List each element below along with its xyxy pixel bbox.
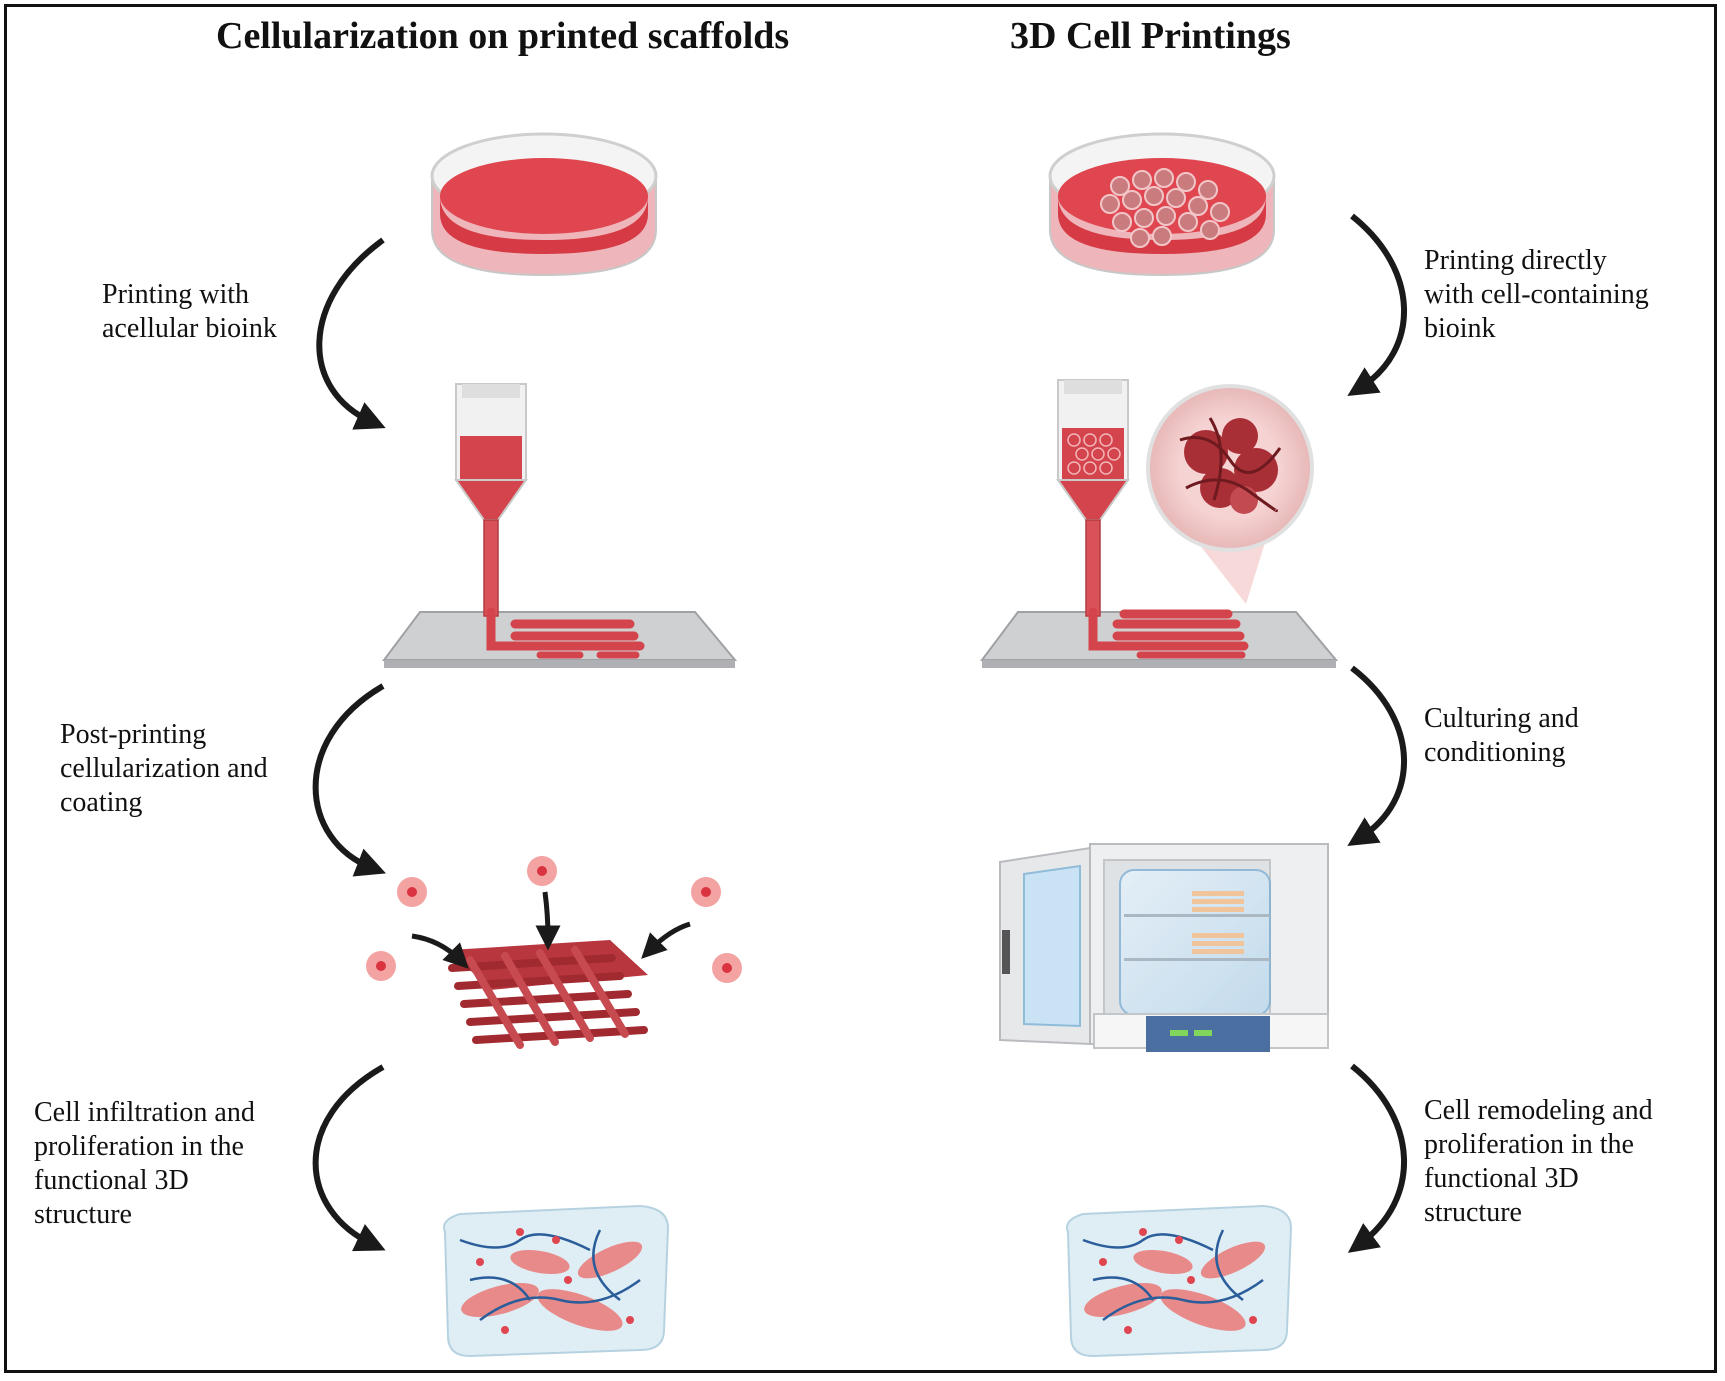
left-step-3-label: Cell infiltration and proliferation in t… [34,1097,255,1230]
left-step-2-label: Post-printing cellularization and coatin… [60,719,268,818]
left-syringe [454,383,528,617]
left-cell-arrows [411,891,691,969]
left-arrow-1 [316,237,386,430]
right-syringe [1056,379,1130,617]
left-tissue-block [443,1204,670,1358]
right-step-1-label: Printing directly with cell-containing b… [1424,245,1649,344]
left-scaffold-stack [448,940,648,1049]
right-printed-lattice [1088,607,1249,659]
right-dish-cells [1100,168,1230,248]
left-arrow-3 [312,1064,386,1252]
right-incubator [999,843,1329,1052]
left-petri-dish [430,132,658,277]
incubator-samples [1124,891,1270,961]
right-step-2-label: Culturing and conditioning [1424,703,1579,768]
right-arrow-1 [1347,213,1407,397]
left-column-title: Cellularization on printed scaffolds [216,15,790,57]
left-incoming-cells [366,856,742,983]
figure-frame [4,4,1717,1373]
right-tissue-block [1066,1204,1293,1358]
left-step-1-label: Printing with acellular bioink [102,279,277,344]
right-arrow-2 [1347,665,1407,847]
right-magnified-view [1146,384,1314,604]
right-step-3-label: Cell remodeling and proliferation in the… [1424,1095,1653,1228]
left-printed-lattice [486,607,645,659]
left-arrow-2 [312,683,386,877]
right-petri-dish [1048,132,1276,277]
right-column-title: 3D Cell Printings [1010,15,1291,57]
right-arrow-3 [1347,1063,1407,1253]
